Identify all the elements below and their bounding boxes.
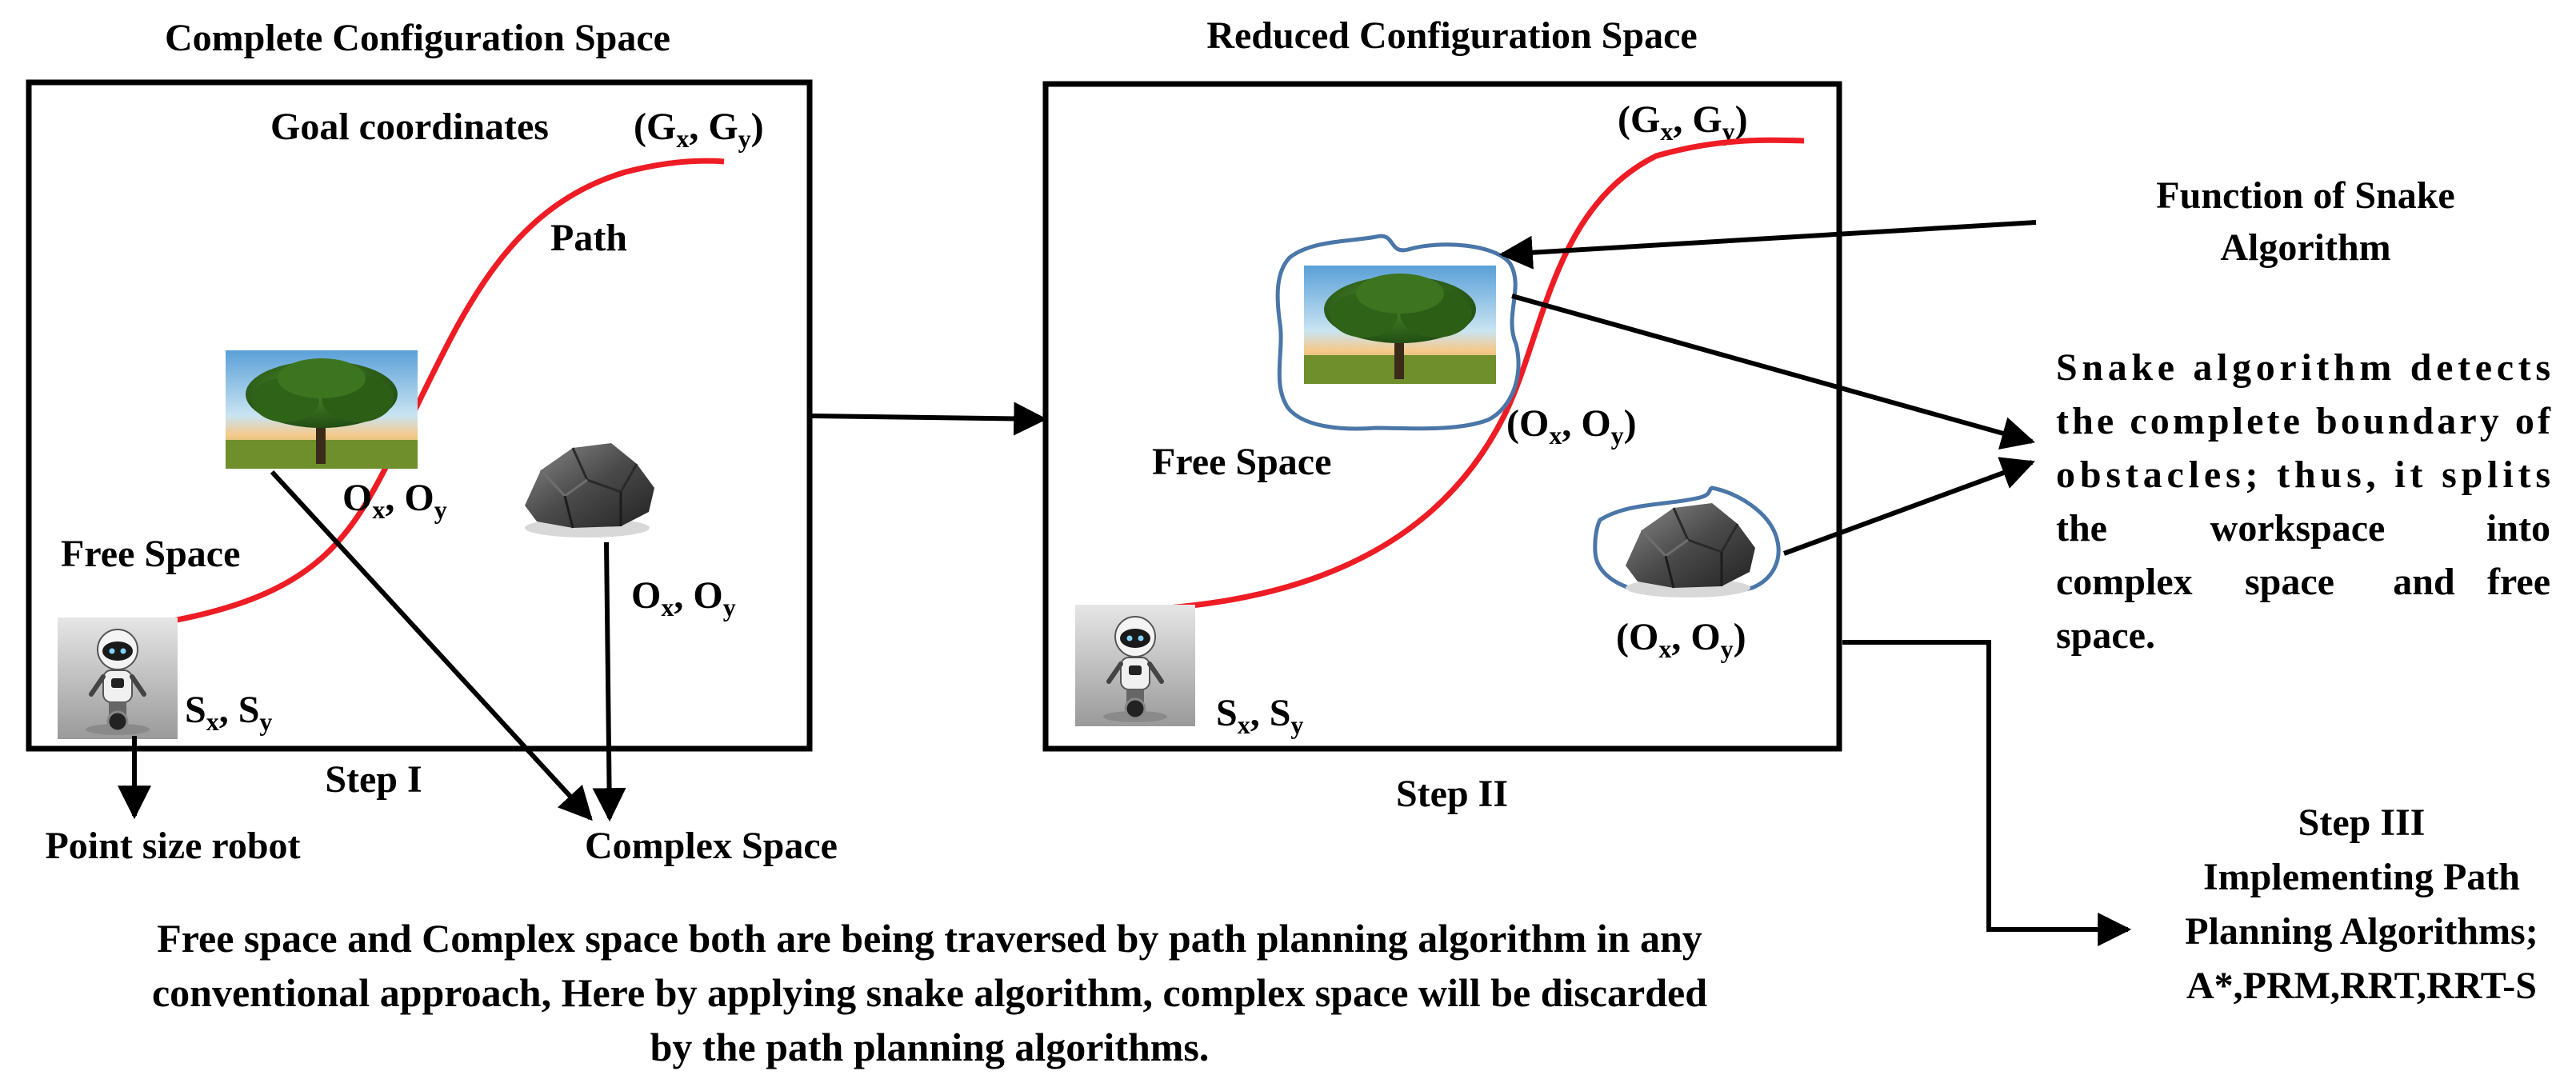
snake-contour-tree [1275, 234, 1521, 431]
step2-goal-coord: (Gx, Gy) [1618, 98, 1748, 146]
reduced-configuration-frame [1042, 81, 1842, 752]
tree-image [226, 350, 418, 469]
step2-tree-image [1304, 266, 1496, 384]
step1-tree-coord: Ox, Oy [342, 477, 447, 524]
step1-step-label: Step I [325, 758, 422, 801]
step2-rock-image [1624, 502, 1757, 599]
step2-step-label: Step II [1396, 773, 1508, 815]
bottom-caption: Free space and Complex space both are be… [152, 916, 1707, 1069]
svg-text:space.: space. [2056, 614, 2155, 657]
snake-contour-rock [1593, 486, 1781, 597]
point-size-robot-label: Point size robot [45, 825, 300, 867]
step2-tree-coord: (Ox, Oy) [1506, 402, 1637, 450]
step1-goal-coord: (Gx, Gy) [634, 106, 764, 153]
complex-space-label: Complex Space [585, 825, 838, 867]
arrow-rock-to-complex-space [592, 541, 626, 822]
svg-text:Snake algorithm detects: Snake algorithm detects [2056, 346, 2550, 389]
svg-text:Function of Snake: Function of Snake [2156, 174, 2454, 217]
arrow-step2-to-step3 [1842, 640, 2132, 946]
step3-text: Step III Implementing Path Planning Algo… [2185, 801, 2538, 1007]
svg-text:Free space and Complex space b: Free space and Complex space both are be… [157, 916, 1702, 961]
svg-text:complex: complex [2056, 561, 2193, 603]
svg-text:space: space [2245, 561, 2334, 603]
complete-configuration-frame [26, 79, 813, 752]
arrow-step1-to-step2 [809, 402, 1048, 436]
step2-path-curve [1167, 137, 1805, 611]
rock-image [523, 442, 656, 539]
robot-image [58, 617, 178, 739]
step1-title: Complete Configuration Space [165, 17, 670, 59]
svg-text:workspace: workspace [2210, 507, 2386, 549]
path-label: Path [550, 217, 627, 259]
svg-text:the complete boundary of: the complete boundary of [2056, 400, 2551, 442]
svg-text:conventional approach, Here by: conventional approach, Here by applying … [152, 970, 1707, 1015]
goal-coordinates-label: Goal coordinates [270, 106, 549, 148]
arrow-snake-function-to-tree [1498, 220, 2037, 270]
step2-rock-coord: (Ox, Oy) [1616, 616, 1746, 663]
arrow-tree-to-complex-space [270, 470, 593, 821]
step1-start-coord: Sx, Sy [185, 689, 272, 736]
snake-function-title: Function of Snake Algorithm [2156, 174, 2454, 269]
step2-free-space-label: Free Space [1152, 441, 1331, 483]
arrow-tree-to-snake-description [1511, 294, 2036, 450]
step2-start-coord: Sx, Sy [1216, 692, 1303, 739]
svg-text:Planning Algorithms;: Planning Algorithms; [2185, 910, 2538, 953]
svg-text:into: into [2486, 507, 2550, 549]
step1-path-curve [163, 158, 725, 625]
svg-text:Implementing Path: Implementing Path [2203, 856, 2520, 898]
svg-text:the: the [2056, 507, 2107, 549]
step2-robot-image [1075, 605, 1195, 726]
step2-title: Reduced Configuration Space [1206, 14, 1697, 57]
svg-text:by the path planning algorithm: by the path planning algorithms. [650, 1025, 1210, 1069]
svg-text:and: and [2393, 561, 2455, 603]
svg-text:Algorithm: Algorithm [2220, 226, 2390, 269]
step1-rock-coord: Ox, Oy [631, 574, 736, 621]
step1-free-space-label: Free Space [61, 533, 240, 575]
snake-description: Snake algorithm detects the complete bou… [2056, 346, 2551, 657]
svg-text:Step III: Step III [2298, 801, 2426, 844]
svg-text:free: free [2487, 561, 2550, 603]
arrow-rock-to-snake-description [1782, 457, 2035, 556]
svg-text:A*,PRM,RRT,RRT-S: A*,PRM,RRT,RRT-S [2186, 965, 2537, 1007]
svg-text:obstacles; thus, it splits: obstacles; thus, it splits [2056, 454, 2550, 496]
